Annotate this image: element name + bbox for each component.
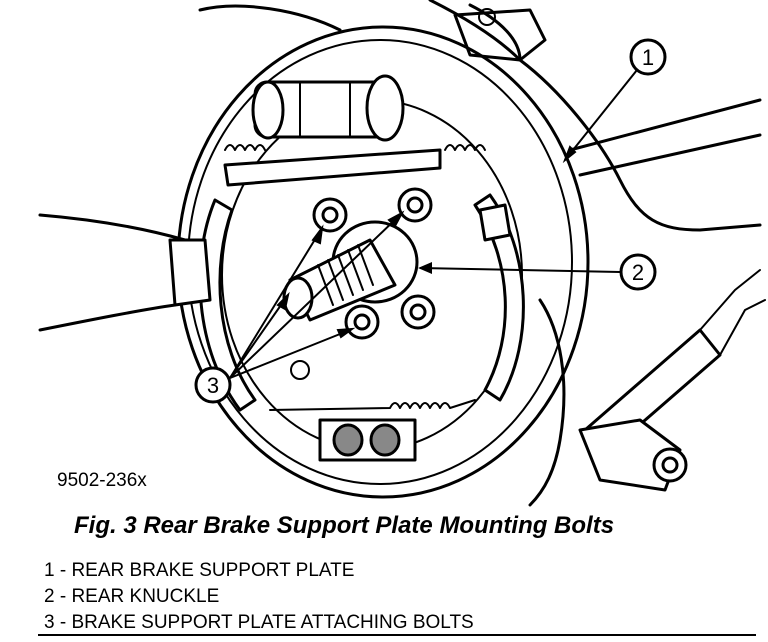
right-clip [478, 203, 512, 242]
upper-spring-left [224, 144, 266, 151]
knuckle-outline [38, 0, 762, 507]
upper-bracket [453, 8, 547, 62]
brake-assembly-illustration: 1 2 3 [38, 0, 766, 507]
left-clip [168, 238, 212, 307]
callout-number: 1 [642, 45, 654, 70]
legend-list: 1 - REAR BRAKE SUPPORT PLATE 2 - REAR KN… [44, 558, 474, 636]
right-brake-shoe [473, 193, 525, 402]
lower-spring [269, 399, 476, 411]
attaching-bolt [312, 197, 348, 233]
wheel-cylinder [251, 74, 405, 142]
legend-item: 2 - REAR KNUCKLE [44, 586, 220, 607]
legend-item: 1 - REAR BRAKE SUPPORT PLATE [44, 560, 355, 581]
upper-spring-right [444, 144, 486, 151]
brake-hose-fitting [578, 418, 688, 492]
figure-code: 9502-236x [57, 470, 147, 491]
callout-3: 3 [194, 210, 405, 404]
attaching-bolt [400, 294, 436, 330]
legend-item: 3 - BRAKE SUPPORT PLATE ATTACHING BOLTS [44, 612, 474, 633]
anchor-block [318, 418, 417, 462]
figure-caption: Fig. 3 Rear Brake Support Plate Mounting… [74, 512, 615, 539]
bottom-rule [38, 634, 756, 636]
attaching-bolt [344, 304, 380, 340]
callout-2: 2 [418, 253, 657, 291]
adjuster-strut [223, 148, 442, 187]
callout-number: 2 [632, 260, 644, 285]
callout-1: 1 [562, 38, 667, 164]
callout-number: 3 [207, 373, 219, 398]
rear-arm-outline [468, 3, 762, 177]
attaching-bolt [397, 187, 433, 223]
